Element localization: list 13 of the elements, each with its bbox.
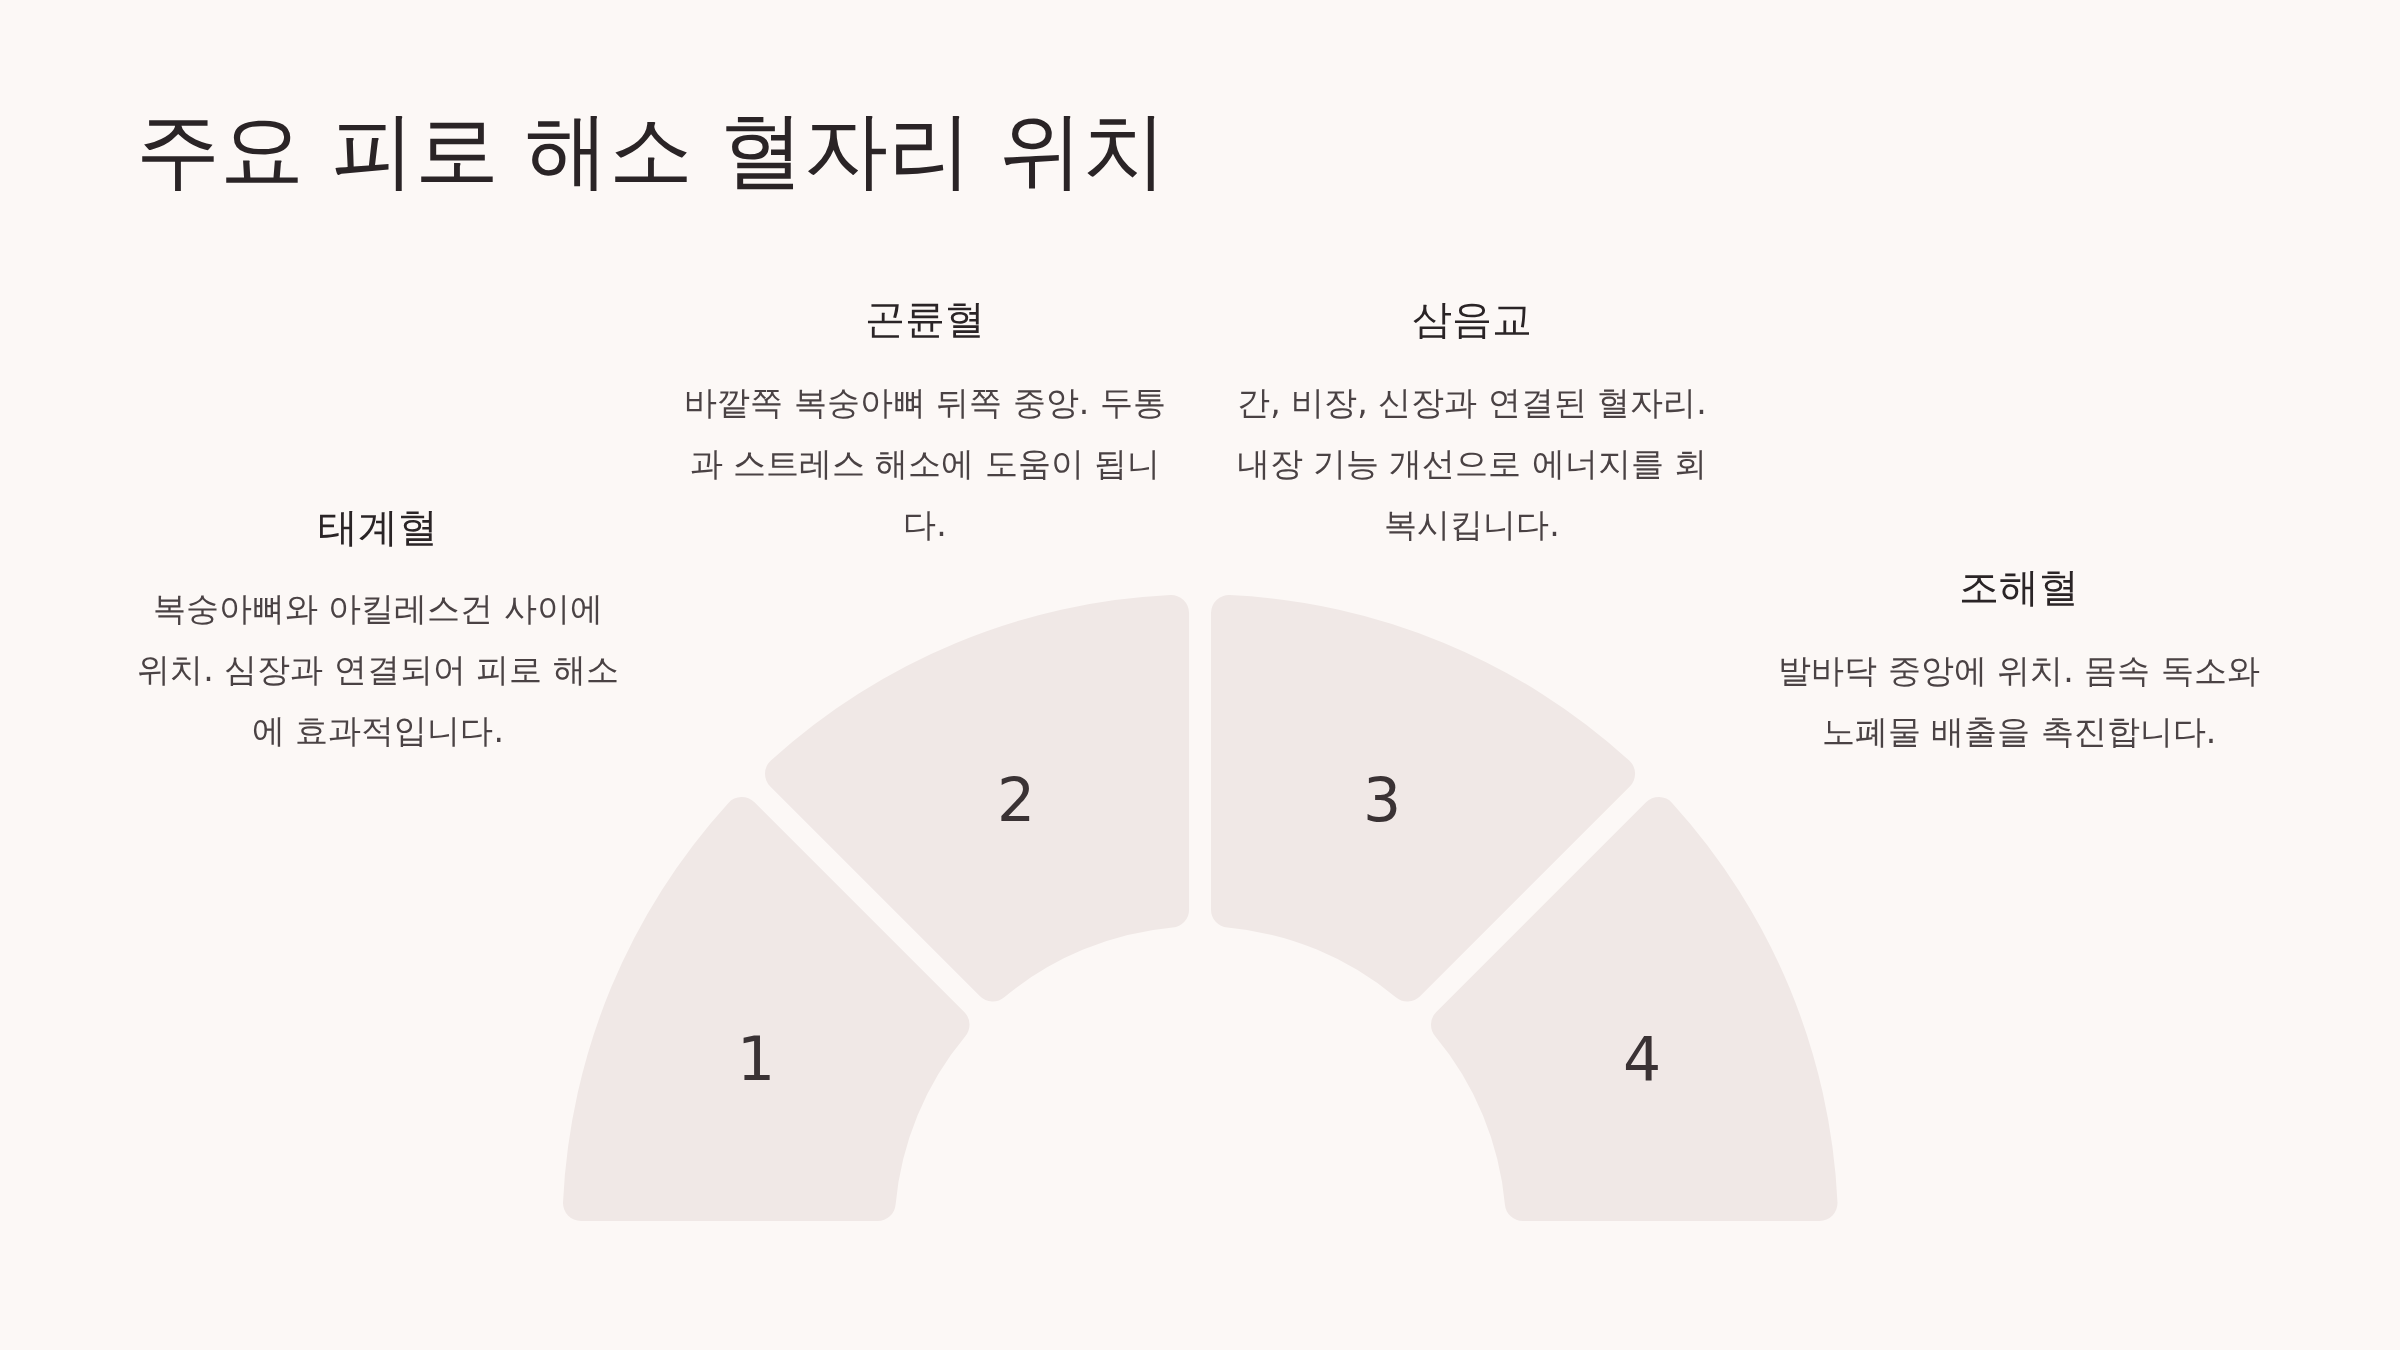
step-number: 4 — [1622, 1024, 1662, 1094]
point-name: 삼음교 — [1412, 295, 1532, 344]
point-description: 발바닥 중앙에 위치. 몸속 독소와 노폐물 배출을 촉진합니다. — [1777, 650, 2261, 753]
step-number: 1 — [736, 1024, 776, 1094]
point-name: 조해혈 — [1959, 563, 2079, 612]
point-description: 바깥쪽 복숭아뼈 뒤쪽 중앙. 두통과 스트레스 해소에 도움이 됩니다. — [683, 382, 1167, 546]
slide-title: 주요 피로 해소 혈자리 위치 — [136, 100, 1167, 201]
step-number: 3 — [1362, 765, 1402, 835]
step-number: 2 — [996, 765, 1036, 835]
point-description: 복숭아뼈와 아킬레스건 사이에 위치. 심장과 연결되어 피로 해소에 효과적입니다. — [136, 588, 620, 752]
point-description: 간, 비장, 신장과 연결된 혈자리. 내장 기능 개선으로 에너지를 회복시킵니다. — [1235, 382, 1709, 546]
point-name: 곤륜혈 — [865, 295, 985, 344]
point-name: 태계혈 — [318, 503, 438, 552]
